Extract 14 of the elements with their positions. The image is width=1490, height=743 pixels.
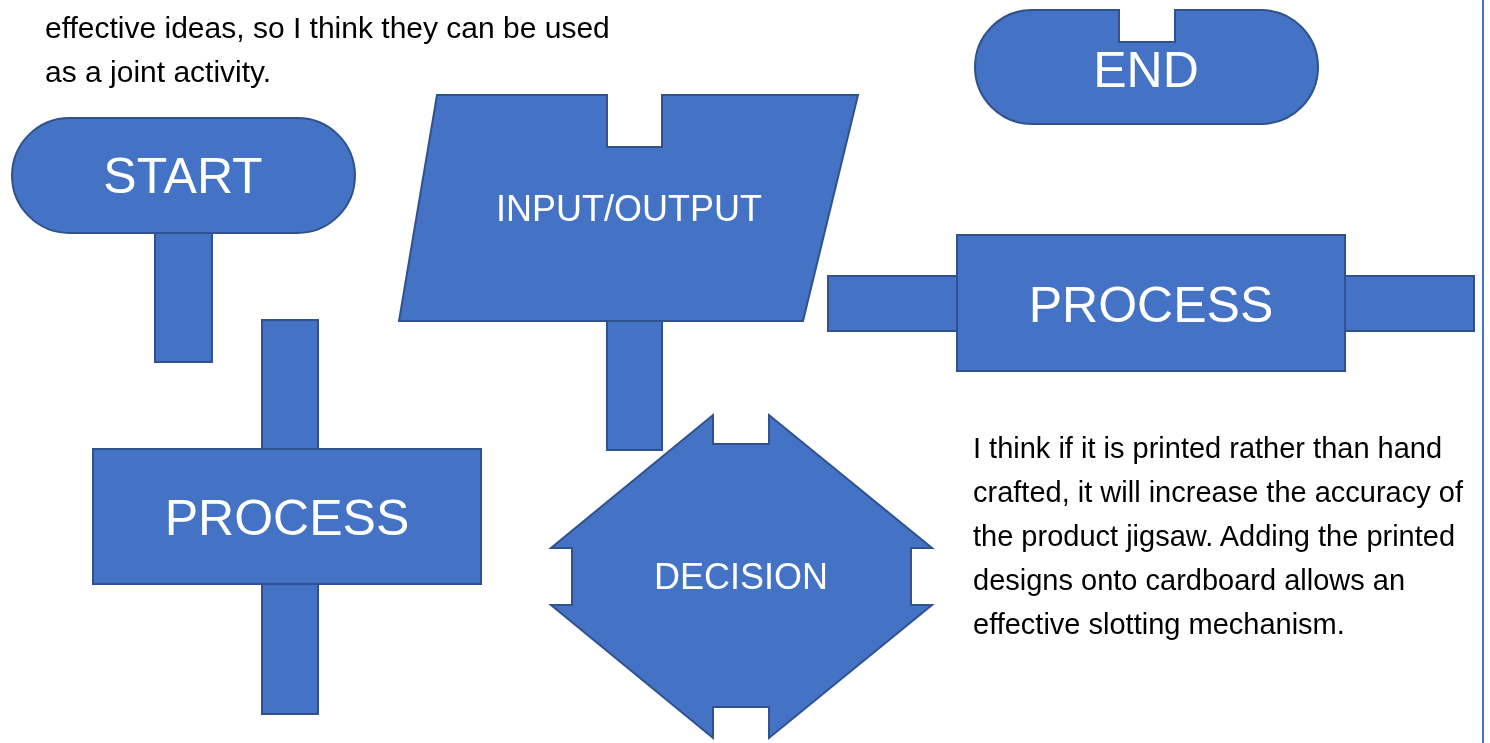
end-piece [975,10,1318,124]
process-piece [828,235,1474,371]
piece-label: PROCESS [1028,280,1274,330]
piece-label: END [1093,45,1199,95]
note-paragraph: effective ideas, so I think they can be used as a joint activity. [45,10,611,90]
decision-piece [551,415,932,738]
start-piece [12,118,355,362]
piece-label: DECISION [654,559,828,595]
note-paragraph: I think if it is printed rather than hand crafted, it will increase the accuracy of the product jigsaw. Adding the printed designs onto cardboard allows an effective slotting mechanism. [973,431,1464,642]
piece-label: START [103,151,263,201]
piece-label: INPUT/OUTPUT [496,191,762,227]
process-piece [93,320,481,714]
piece-label: PROCESS [164,493,410,543]
input-output-piece [399,95,858,450]
